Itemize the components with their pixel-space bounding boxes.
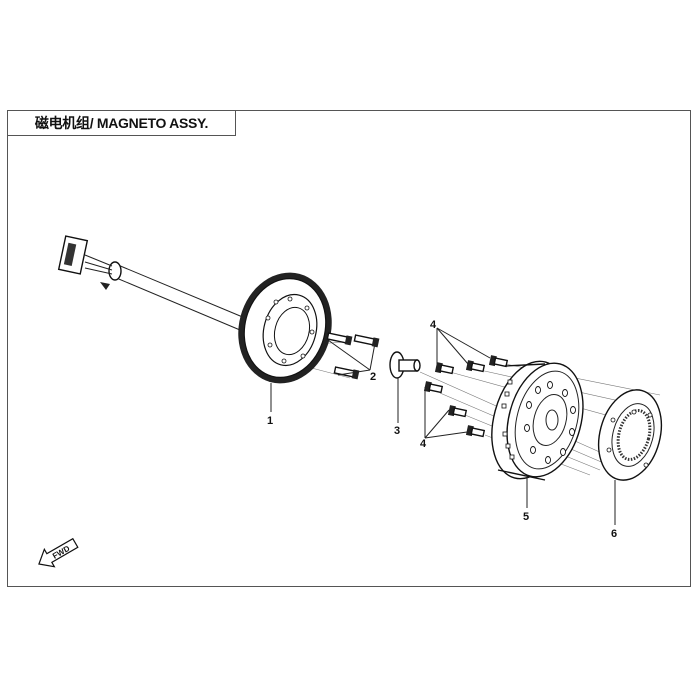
callout-1: 1 <box>267 415 273 427</box>
washer <box>389 351 421 379</box>
flywheel-bolts <box>423 355 509 438</box>
callout-4-upper: 4 <box>430 319 437 331</box>
callout-6: 6 <box>611 528 617 540</box>
wire-harness <box>57 235 246 331</box>
flywheel <box>491 360 584 481</box>
diagram-title: 磁电机组/ MAGNETO ASSY. <box>7 110 236 136</box>
callout-5: 5 <box>523 511 529 523</box>
diagram-frame <box>7 110 691 587</box>
callout-4-lower: 4 <box>420 438 427 450</box>
stator <box>238 272 332 384</box>
fwd-arrow-icon: FWD <box>38 537 79 568</box>
callout-3: 3 <box>394 425 400 437</box>
stator-bolts <box>326 332 380 380</box>
leader-lines <box>270 327 616 525</box>
starter-clutch <box>597 389 663 481</box>
callout-2: 2 <box>370 371 376 383</box>
